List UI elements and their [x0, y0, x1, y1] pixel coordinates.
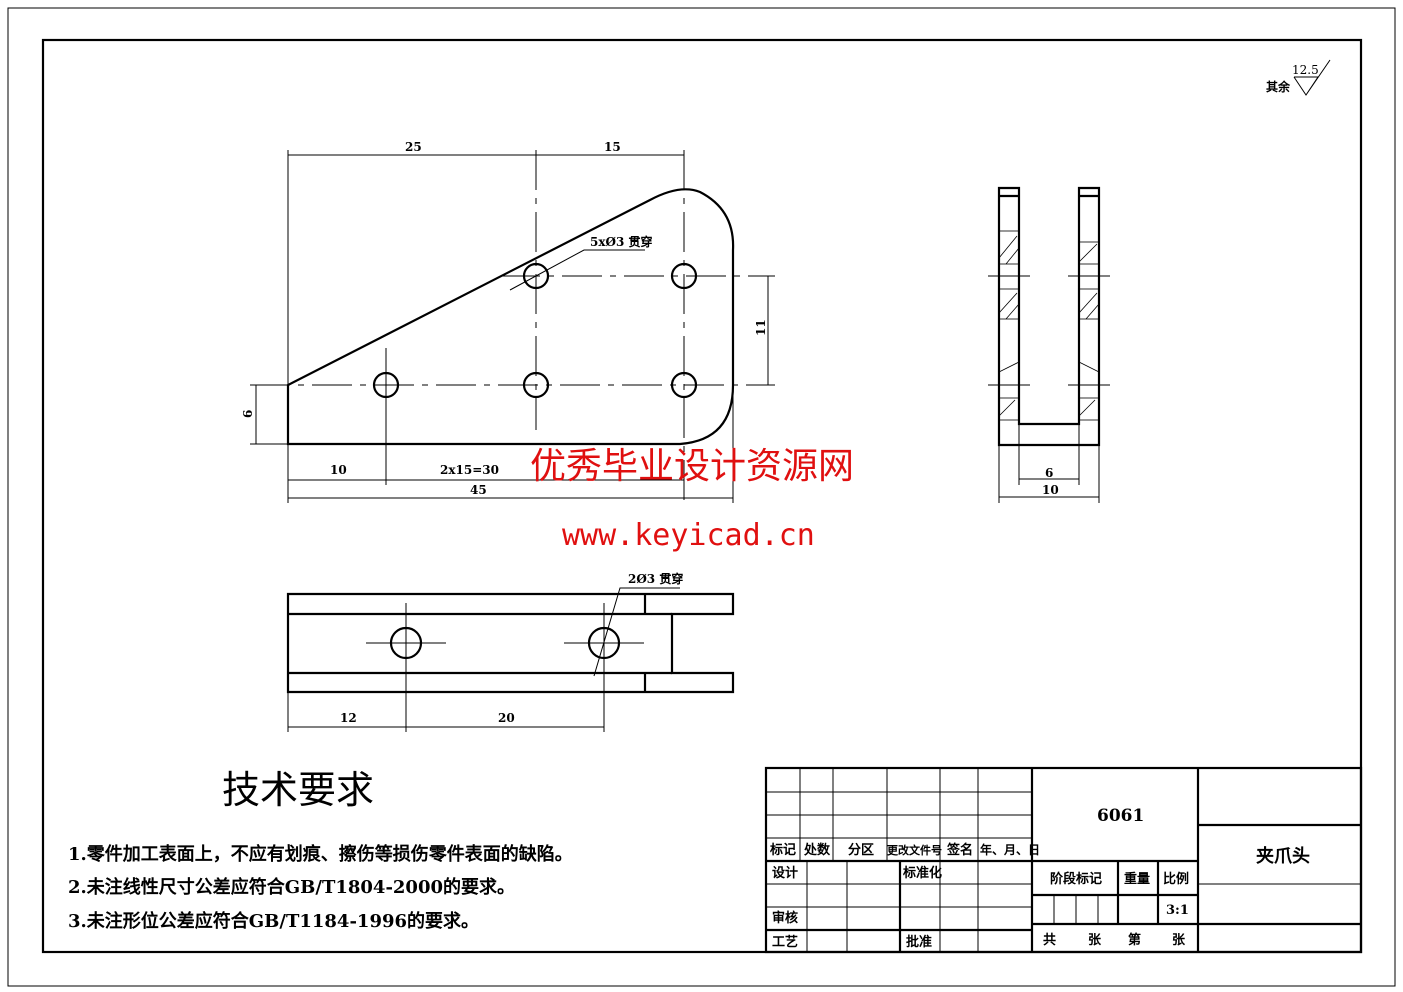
dim-45: 45	[470, 483, 487, 497]
center-lines	[250, 150, 775, 503]
dim-11: 11	[754, 319, 768, 336]
hole	[522, 371, 550, 399]
sheet-unit: 张	[1088, 933, 1102, 948]
section-hatch	[998, 230, 1100, 421]
watermark-text: 优秀毕业设计资源网	[530, 446, 854, 487]
roughness-label: 其余	[1266, 79, 1291, 94]
dimensions: 25 15 11 6 10 2x15=30 45 5xØ3 贯穿	[241, 140, 769, 503]
material: 6061	[1097, 806, 1144, 826]
label-process: 工艺	[772, 934, 798, 950]
scale-value: 3:1	[1166, 903, 1189, 918]
requirement-item: 1.零件加工表面上，不应有划痕、擦伤等损伤零件表面的缺陷。	[68, 843, 573, 865]
surface-roughness-symbol: 其余 12.5	[1266, 59, 1331, 96]
sheet-number-label: 第	[1128, 932, 1141, 948]
dim-2x15-30: 2x15=30	[440, 463, 499, 477]
dim-6: 6	[241, 410, 255, 418]
sheet-total-label: 共	[1043, 932, 1056, 948]
label-standardize: 标准化	[902, 865, 942, 881]
front-view: 25 15 11 6 10 2x15=30 45 5xØ3 贯穿	[241, 140, 775, 503]
roughness-triangle-icon	[1293, 59, 1331, 96]
hole-note: 5xØ3 贯穿	[590, 234, 653, 249]
title-block: 标记 处数 分区 更改文件号 签名 年、月、日 设计 标准化 审核 工艺 批准 …	[764, 766, 1363, 954]
requirement-item: 3.未注形位公差应符合GB/T1184-1996的要求。	[68, 910, 479, 932]
sheet-unit: 张	[1172, 933, 1186, 948]
tech-requirements-title: 技术要求	[222, 768, 374, 812]
header-count: 处数	[803, 842, 831, 858]
hole-note: 2Ø3 贯穿	[628, 571, 683, 586]
outer-border	[7, 7, 1396, 987]
drawing-frame	[41, 38, 1363, 954]
hole-leader	[509, 249, 645, 291]
header-zone: 分区	[848, 842, 874, 858]
label-scale: 比例	[1163, 871, 1189, 887]
header-change-doc: 更改文件号	[887, 843, 942, 857]
label-weight: 重量	[1124, 871, 1150, 887]
watermark-url: www.keyicad.cn	[562, 518, 815, 553]
dim-12: 12	[340, 711, 357, 725]
label-design: 设计	[772, 865, 798, 881]
hole	[670, 371, 698, 399]
top-view: 12 20 2Ø3 贯穿	[286, 571, 735, 732]
header-date: 年、月、日	[980, 842, 1040, 857]
dim-20: 20	[498, 711, 515, 725]
dim-10: 10	[330, 463, 347, 477]
hole	[522, 262, 550, 290]
dim-10: 10	[1042, 483, 1059, 497]
side-view-outline	[997, 186, 1101, 447]
roughness-value: 12.5	[1292, 63, 1319, 77]
front-view-outline	[286, 188, 735, 446]
label-stage-mark: 阶段标记	[1050, 871, 1102, 887]
header-mark: 标记	[769, 842, 796, 858]
side-view: 6 10	[988, 186, 1110, 503]
dimensions: 6 10	[998, 424, 1100, 503]
label-approve: 批准	[906, 934, 932, 950]
header-signature: 签名	[946, 842, 973, 858]
requirement-item: 2.未注线性尺寸公差应符合GB/T1804-2000的要求。	[68, 876, 515, 898]
dim-15: 15	[604, 140, 621, 154]
dim-6: 6	[1045, 466, 1053, 480]
technical-requirements: 技术要求 1.零件加工表面上，不应有划痕、擦伤等损伤零件表面的缺陷。 2.未注线…	[68, 768, 573, 932]
hole	[372, 371, 400, 399]
label-review: 审核	[772, 910, 798, 926]
hole-leader	[593, 587, 680, 677]
part-name: 夹爪头	[1256, 845, 1310, 867]
hole	[670, 262, 698, 290]
dim-25: 25	[405, 140, 422, 154]
